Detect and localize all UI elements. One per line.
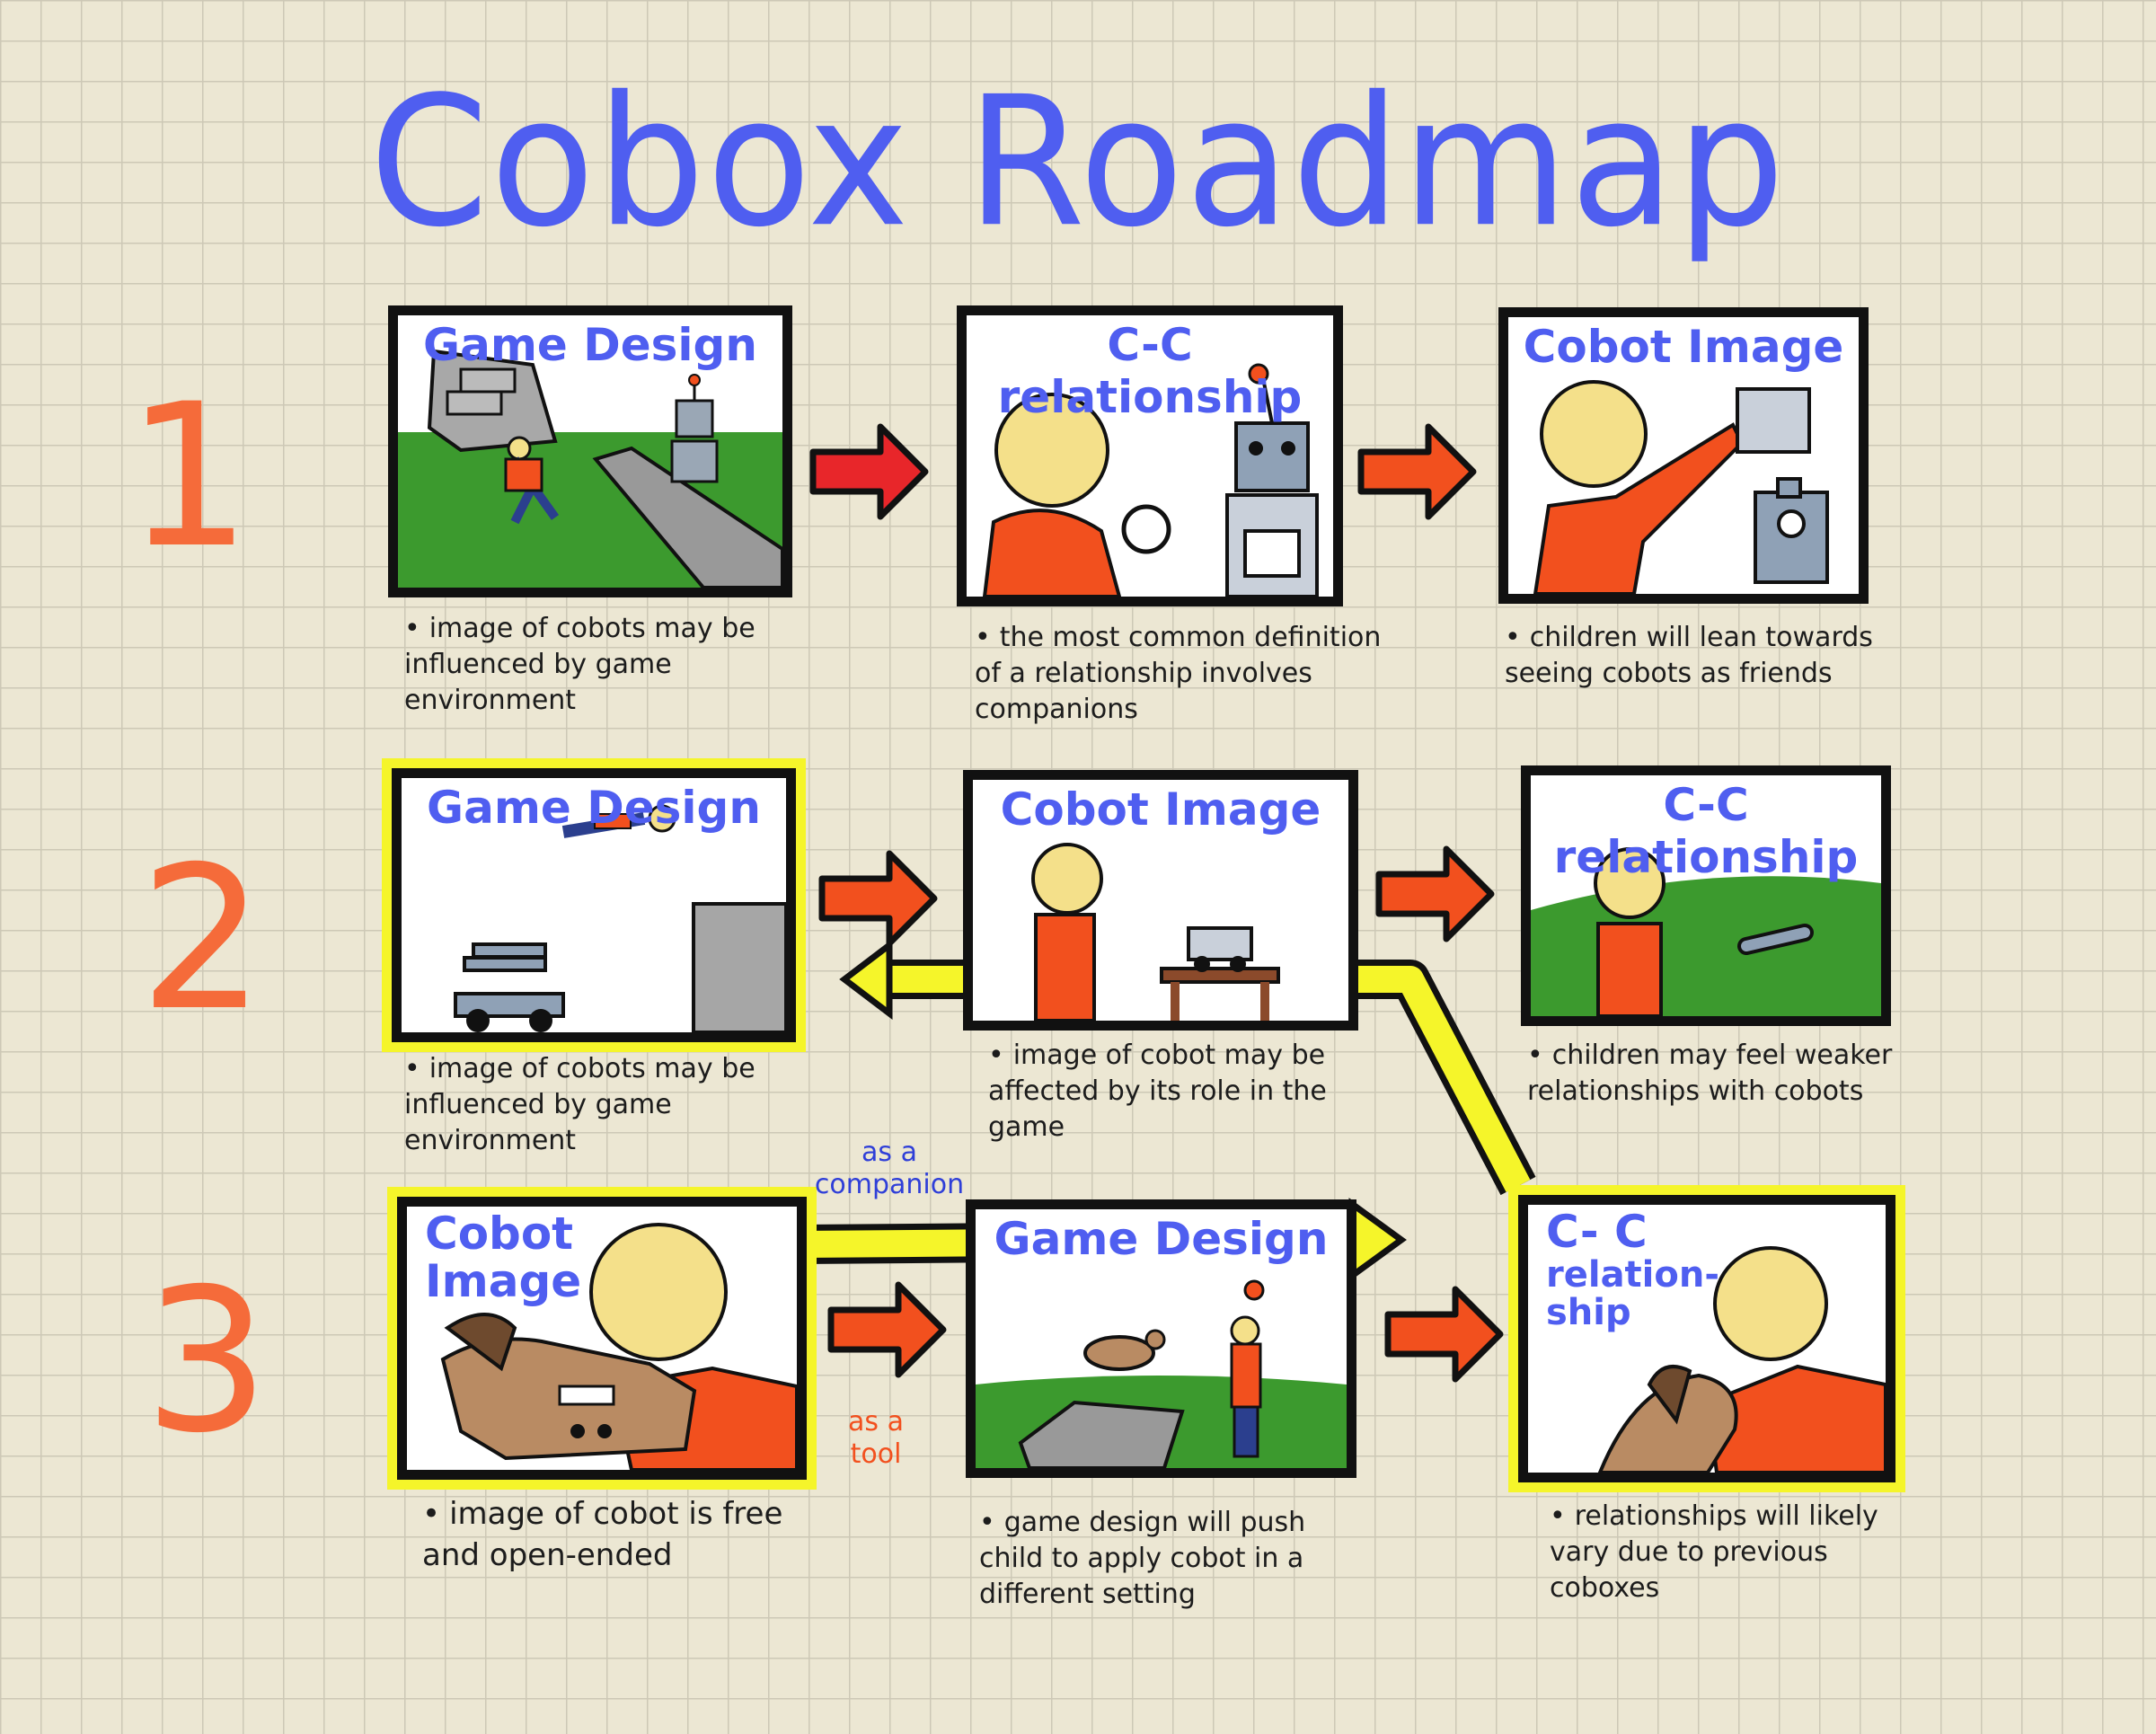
panel-title: Game Design xyxy=(427,782,761,834)
child-and-robot-dog-icon xyxy=(440,1223,797,1470)
panel-title-line1: Cobot xyxy=(425,1208,574,1260)
panel-title-line2: Image xyxy=(425,1254,582,1307)
row-number-1: 1 xyxy=(126,361,252,591)
panel-title: C-C relationship xyxy=(1553,779,1859,883)
bullet-icon: • xyxy=(1550,1500,1566,1532)
caption-row1-panel2: •the most common definition of a relatio… xyxy=(975,620,1397,728)
caption-text: image of cobot is free and open-ended xyxy=(422,1496,783,1573)
bullet-icon: • xyxy=(404,613,420,644)
arrow-row1-a xyxy=(809,423,929,520)
launch-scene-icon xyxy=(454,804,786,1032)
panel-row2-game-design: Game Design xyxy=(392,768,796,1042)
panel-row1-cc-relationship: C-C relationship xyxy=(957,305,1343,606)
tool-label-line1: as a xyxy=(848,1406,904,1438)
arrow-row1-b xyxy=(1357,423,1477,520)
fetch-scene-icon xyxy=(976,1279,1347,1468)
caption-row1-panel1: •image of cobots may be influenced by ga… xyxy=(404,611,800,719)
panel-row2-cobot-image: Cobot Image xyxy=(963,770,1358,1031)
tool-label: as a tool xyxy=(822,1406,930,1471)
caption-row2-panel2: •image of cobot may be affected by its r… xyxy=(988,1038,1365,1146)
panel-title: Cobot Image xyxy=(1523,321,1844,373)
game-design-scene-icon xyxy=(398,349,782,588)
caption-text: the most common definition of a relation… xyxy=(975,622,1382,725)
companion-label-line1: as a xyxy=(862,1137,917,1168)
panel-title-line2: relation- xyxy=(1546,1253,1719,1296)
arrow-row2-b xyxy=(1375,845,1495,942)
arrow-row2-a xyxy=(818,850,938,947)
tool-label-line2: tool xyxy=(850,1438,902,1470)
caption-text: image of cobots may be influenced by gam… xyxy=(404,613,755,716)
caption-text: image of cobots may be influenced by gam… xyxy=(404,1053,755,1156)
row-number-2: 2 xyxy=(139,824,265,1054)
caption-text: game design will push child to apply cob… xyxy=(979,1507,1306,1610)
child-building-cobot-icon xyxy=(1533,380,1829,594)
arrow-row3-b xyxy=(1384,1286,1504,1383)
panel-row3-game-design: Game Design xyxy=(966,1199,1356,1478)
bullet-icon: • xyxy=(1527,1040,1543,1071)
caption-text: children will lean towards seeing cobots… xyxy=(1505,622,1873,689)
caption-row1-panel3: •children will lean towards seeing cobot… xyxy=(1505,620,1900,692)
panel-title: Cobot Image xyxy=(425,1210,581,1305)
child-and-table-icon xyxy=(1031,843,1280,1021)
caption-row3-panel3: •relationships will likely vary due to p… xyxy=(1550,1499,1927,1606)
page-title: Cobox Roadmap xyxy=(369,58,1787,267)
caption-row3-panel1: •image of cobot is free and open-ended xyxy=(422,1493,817,1576)
panel-row2-cc-relationship: C-C relationship xyxy=(1521,765,1891,1026)
child-hugging-dog-icon xyxy=(1597,1246,1886,1473)
bullet-icon: • xyxy=(404,1053,420,1084)
child-and-wrench-icon xyxy=(1531,847,1881,1016)
yellow-arrow-back xyxy=(839,938,966,1021)
bullet-icon: • xyxy=(988,1040,1004,1071)
panel-title-line3: ship xyxy=(1546,1291,1631,1333)
bullet-icon: • xyxy=(1505,622,1521,653)
panel-title: Game Design xyxy=(423,319,757,371)
caption-row2-panel1: •image of cobots may be influenced by ga… xyxy=(404,1051,800,1159)
panel-row1-game-design: Game Design xyxy=(388,305,792,597)
caption-text: relationships will likely vary due to pr… xyxy=(1550,1500,1878,1604)
row-number-3: 3 xyxy=(144,1246,270,1476)
panel-title: C-C relationship xyxy=(997,319,1303,423)
companion-label-line2: companion xyxy=(814,1169,965,1200)
panel-title: Game Design xyxy=(994,1213,1329,1265)
bullet-icon: • xyxy=(422,1496,441,1532)
panel-title: Cobot Image xyxy=(1000,783,1321,836)
panel-row1-cobot-image: Cobot Image xyxy=(1498,307,1869,604)
bullet-icon: • xyxy=(979,1507,995,1538)
caption-row2-panel3: •children may feel weaker relationships … xyxy=(1527,1038,1931,1110)
caption-row3-panel2: •game design will push child to apply co… xyxy=(979,1505,1374,1613)
panel-row3-cc-relationship: C- C relation- ship xyxy=(1518,1195,1895,1482)
companion-label: as a companion xyxy=(813,1137,966,1201)
caption-text: children may feel weaker relationships w… xyxy=(1527,1040,1893,1107)
arrow-row3-a xyxy=(827,1281,947,1378)
caption-text: image of cobot may be affected by its ro… xyxy=(988,1040,1327,1143)
panel-title: C- C relation- ship xyxy=(1546,1208,1719,1331)
panel-title-line1: C- C xyxy=(1546,1206,1648,1258)
bullet-icon: • xyxy=(975,622,991,653)
handshake-scene-icon xyxy=(982,363,1319,597)
panel-row3-cobot-image: Cobot Image xyxy=(397,1197,807,1480)
